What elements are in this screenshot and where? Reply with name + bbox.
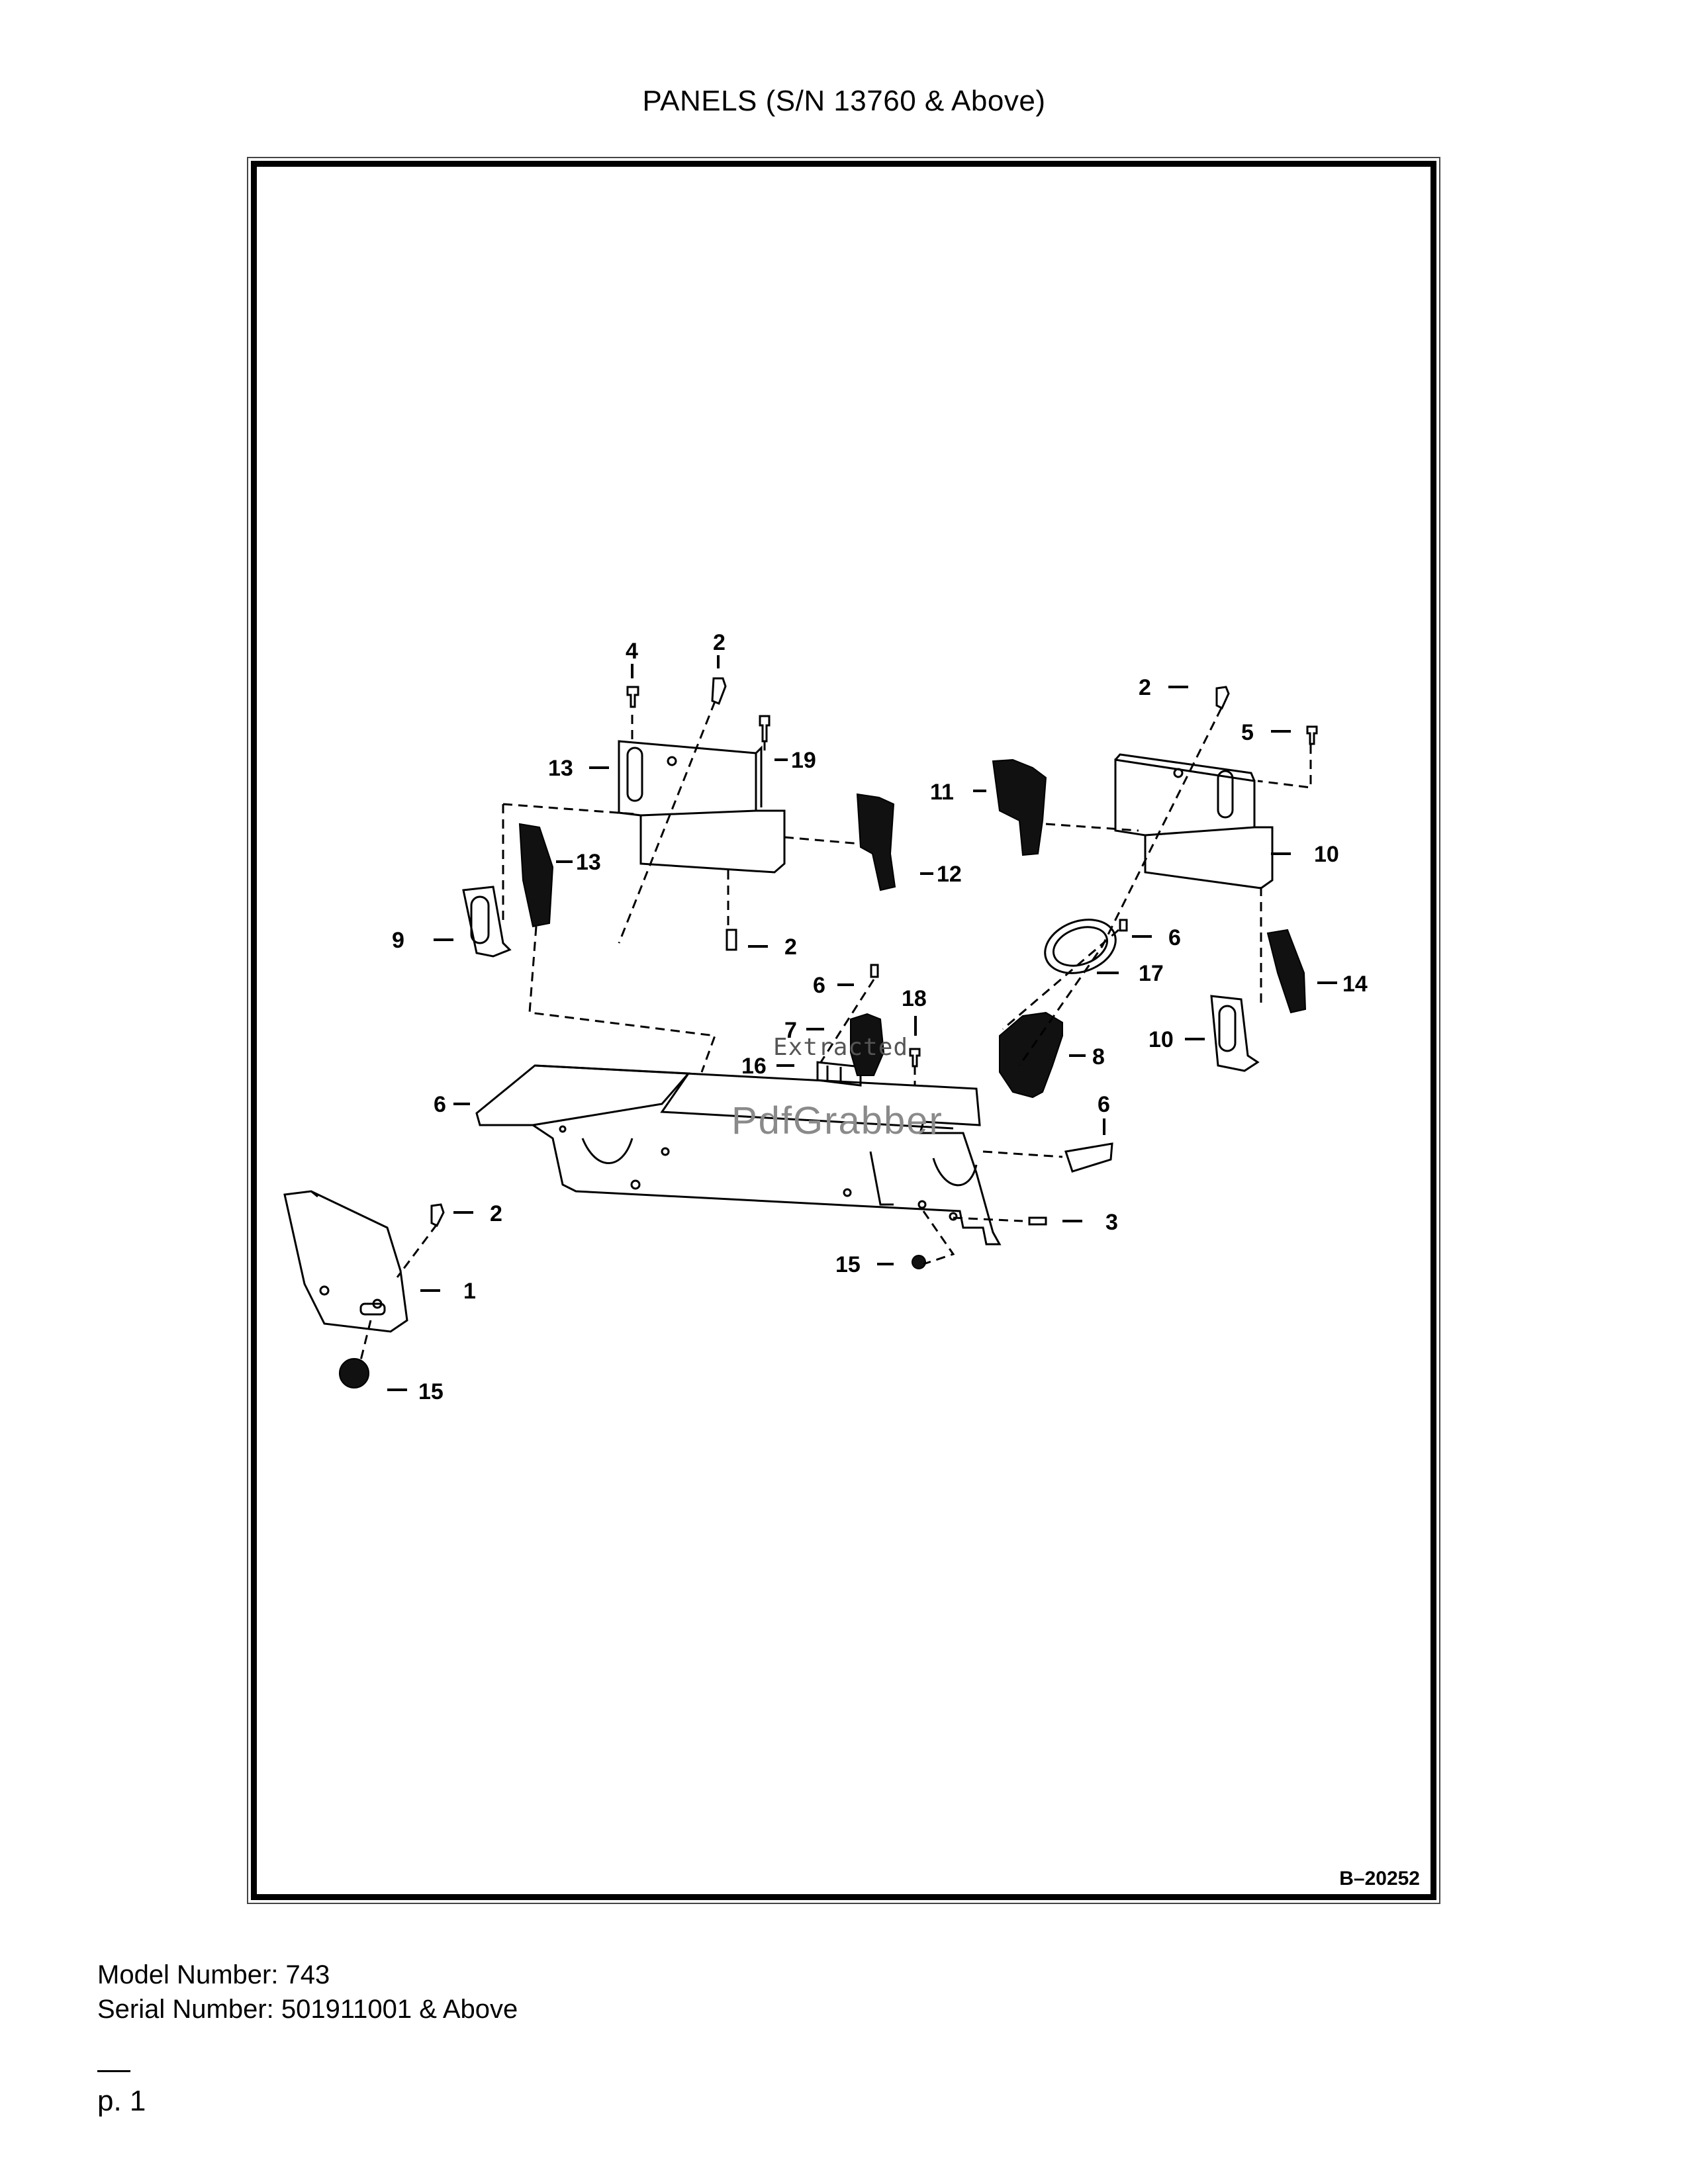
callout-2: 2 [1139,675,1151,700]
callout-6: 6 [1168,925,1181,950]
assembly-lines [359,701,1312,1361]
callout-12: 13 [548,756,573,781]
bolt-8 [1028,1216,1047,1226]
callout-17: 17 [1139,961,1164,986]
part-13-right-grommet [1266,929,1307,1014]
callout-16: 16 [741,1054,767,1079]
callout-10: 9 [392,928,404,953]
serial-number: Serial Number: 501911001 & Above [97,1995,518,2024]
part-15-grommet [339,1358,369,1388]
part-5-boot [999,1011,1063,1099]
callout-leaders [387,655,1337,1391]
callout-13: 13 [576,850,601,875]
bolt-6-middle [870,964,879,978]
callout-11: 12 [937,862,962,887]
bolt-2-middle [726,929,737,951]
callout-2: 2 [713,630,726,655]
bolt-2-lower-left [430,1203,445,1228]
callout-19: 19 [791,748,816,773]
callout-6: 5 [1241,720,1254,745]
watermark-pdfgrabber: PdfGrabber [731,1099,943,1142]
callout-6: 6 [813,973,825,998]
callout-13: 14 [1342,972,1368,997]
callout-15-number: 15 [418,1379,444,1404]
figure-id: B–20252 [1339,1868,1420,1889]
callout-2: 2 [490,1201,502,1226]
part-3-panel [475,1064,1002,1246]
callout-labels: 4 2 2 5 19 13 11 10 13 12 9 2 6 17 6 18 … [392,630,1368,1304]
diagram-parts [283,740,1274,1333]
part-13-left-grommet [518,823,554,928]
diagram-rubber-parts [339,758,1307,1388]
bolt-19 [759,715,771,743]
callout-4: 7 [784,1018,797,1043]
page-divider [97,2070,130,2072]
bolt-6-top-right [1306,725,1318,745]
part-14-nut [912,1255,926,1269]
callout-15-label: 15 14 15 [418,1379,444,1405]
part-10-right-bracket [1210,995,1260,1072]
part-7-plate [1064,1142,1113,1173]
callout-6: 4 [626,639,638,664]
page-title: PANELS (S/N 13760 & Above) [642,85,1046,117]
part-10-left-bracket [462,886,512,958]
model-number: Model Number: 743 [97,1960,330,1989]
part-11-right-seal [992,758,1047,856]
callout-8: 3 [1105,1210,1118,1235]
bolt-2-top-left [711,677,727,705]
callout-5: 8 [1092,1044,1105,1069]
document-meta: Model Number: 743 Serial Number: 5019110… [97,1958,518,2026]
part-1-panel [283,1190,408,1333]
callout-3: 6 [434,1092,446,1117]
bolt-6-right [1119,919,1128,932]
diagram-bolts [430,677,1318,1228]
callout-7: 6 [1098,1092,1110,1117]
callout-11: 11 [930,780,954,805]
part-9-bracket [1114,753,1274,889]
page-number: p. 1 [97,2085,146,2117]
callout-1: 1 [463,1279,476,1304]
part-12-bracket [618,740,786,874]
bolt-6-top-left [626,686,639,708]
part-4-seal [850,1013,885,1076]
bolt-2-top-right [1215,686,1230,710]
callout-2: 2 [784,934,797,960]
part-11-left-seal [856,793,896,891]
bolt-18 [909,1048,921,1068]
diagram-frame-outer [247,157,1440,1904]
callout-9: 10 [1314,842,1339,867]
callout-10: 10 [1149,1027,1174,1052]
diagram-frame [251,161,1436,1900]
part-16-clip [816,1061,862,1087]
watermark-extracted: Extracted [773,1034,909,1061]
callout-14: 15 [835,1252,861,1277]
callout-18: 18 [902,986,927,1011]
